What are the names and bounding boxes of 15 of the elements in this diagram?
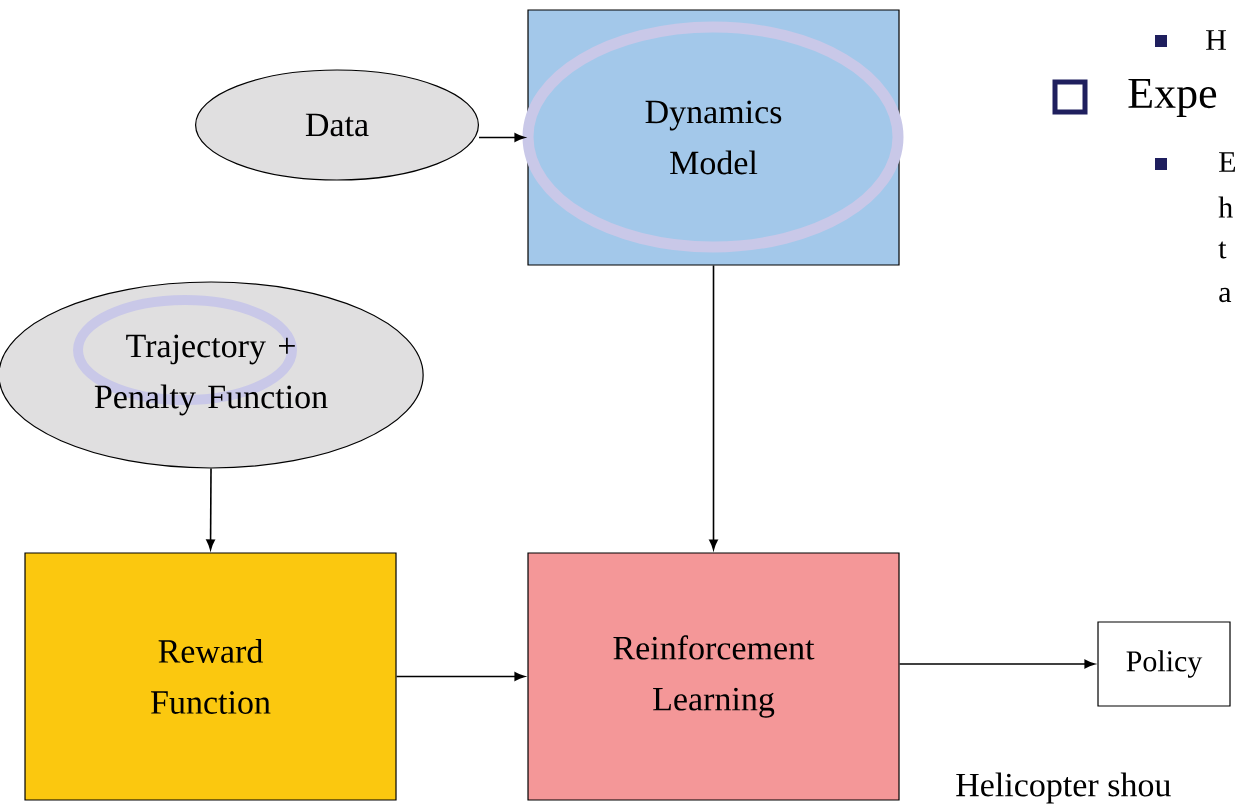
arrow: [206, 467, 215, 550]
text-fragment: H: [1206, 30, 1226, 50]
text-fragment: h: [1218, 196, 1233, 218]
text-fragment: a: [1219, 287, 1232, 303]
arrow: [898, 659, 1095, 669]
text-fragment: t: [1218, 241, 1227, 259]
process-box: Policy: [1097, 621, 1231, 707]
arrow: [395, 672, 525, 681]
process-box: Reward Function: [24, 552, 397, 801]
process-box: Reinforcement Learning: [527, 552, 900, 801]
arrow: [478, 133, 525, 142]
text-fragment: Expe: [1128, 78, 1217, 118]
text-fragment: E: [1219, 152, 1236, 172]
arrow: [709, 264, 718, 550]
text-fragment: Helicopter shou: [956, 772, 1171, 804]
